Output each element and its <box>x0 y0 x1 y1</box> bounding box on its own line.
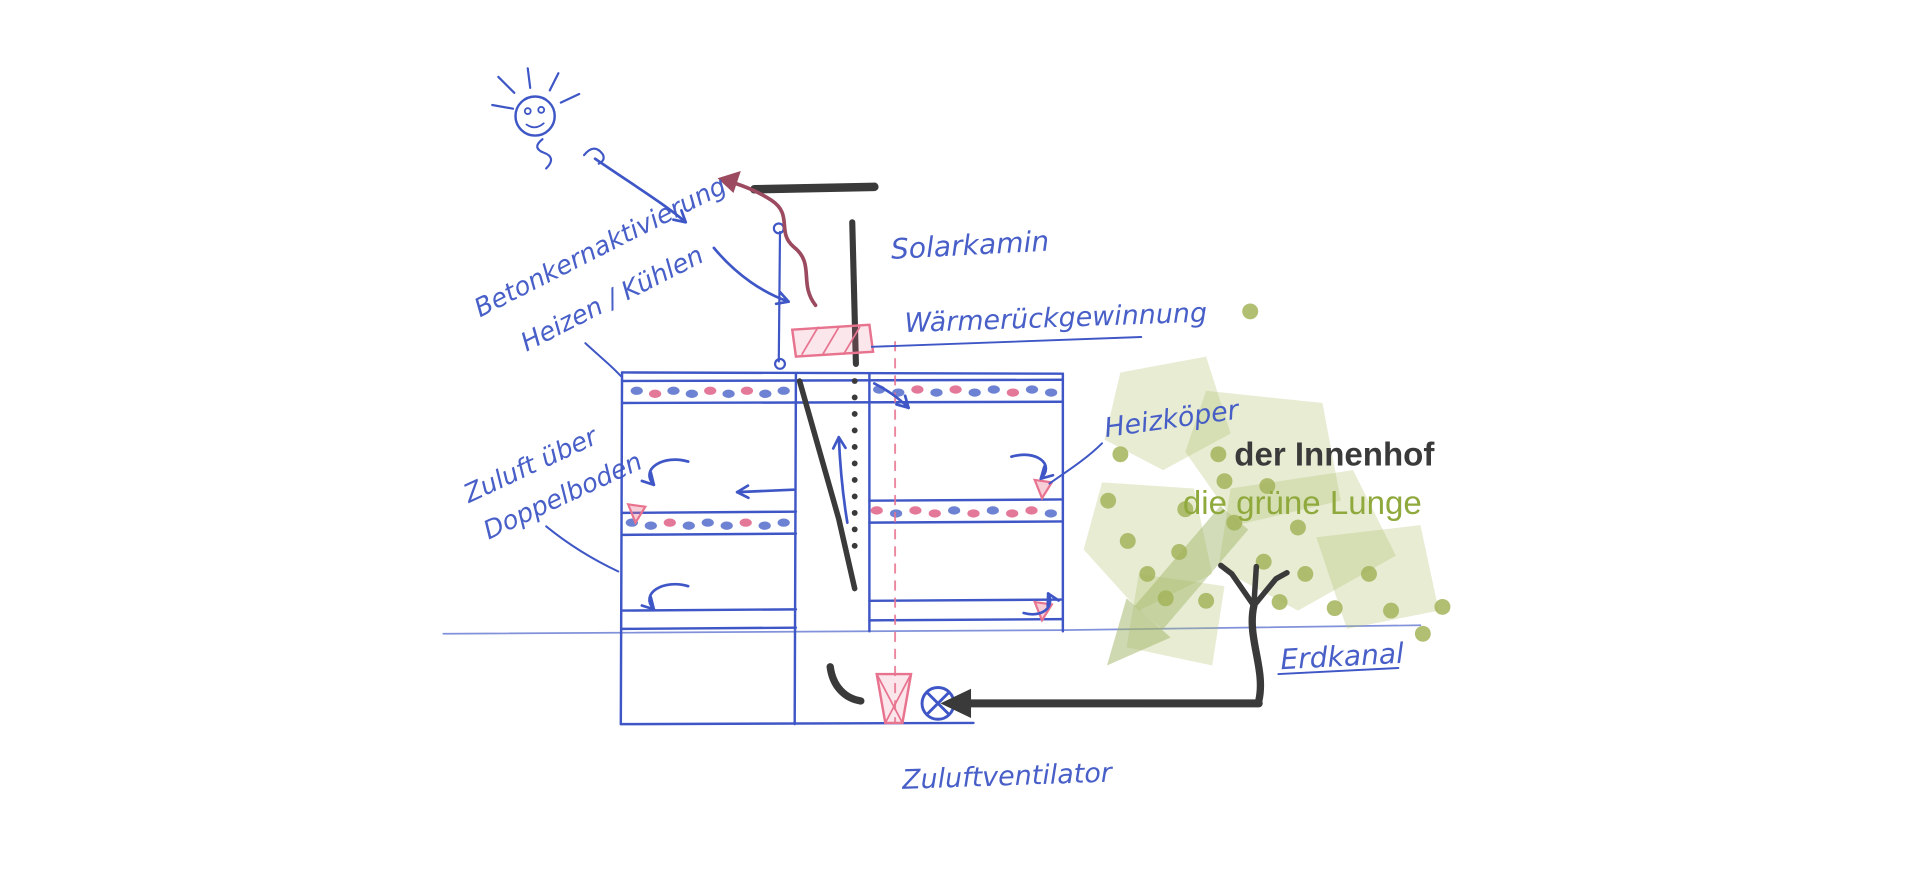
sun-icon <box>491 67 605 170</box>
leader-lines <box>545 336 1400 676</box>
label-zuluftventilator: Zuluftventilator <box>901 758 1115 796</box>
chimney-dotted-line <box>851 378 858 549</box>
building-section <box>619 371 1065 726</box>
solar-chimney <box>750 182 879 592</box>
exhaust-air-arrow <box>717 170 818 308</box>
heat-exchanger <box>790 323 897 724</box>
headline-title: der Innenhof <box>1234 435 1435 472</box>
supply-fan <box>826 663 956 725</box>
tree-icon <box>1218 562 1290 609</box>
earth-duct <box>940 562 1290 719</box>
label-waermerueckgewinnung: Wärmerückgewinnung <box>904 298 1207 339</box>
green-canopy <box>1083 356 1439 666</box>
tree-dots <box>1100 303 1451 642</box>
ground-line <box>442 624 1422 635</box>
airflow-arrows <box>593 157 1060 616</box>
label-erdkanal: Erdkanal <box>1279 637 1404 676</box>
headline-subtitle: die grüne Lunge <box>1183 484 1422 521</box>
concrete-core-dots <box>625 385 1058 530</box>
label-solarkamin: Solarkamin <box>890 225 1050 266</box>
arrowheads <box>640 209 1060 611</box>
